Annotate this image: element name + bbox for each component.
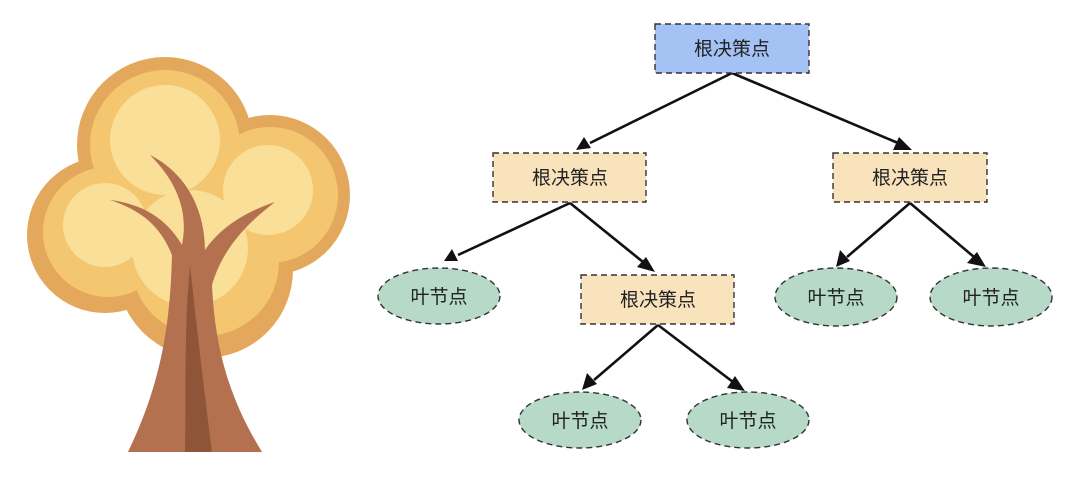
edges bbox=[444, 71, 986, 391]
leaf-1-label: 叶节点 bbox=[410, 286, 467, 308]
edge-decision-left-to-decision-mid bbox=[569, 201, 655, 272]
leaf-4-label: 叶节点 bbox=[807, 287, 864, 309]
leaf-node-2: 叶节点 bbox=[518, 391, 642, 449]
decision-node-right: 根决策点 bbox=[832, 152, 988, 203]
edge-decision-right-to-leaf-4 bbox=[836, 202, 911, 267]
decision-node-left: 根决策点 bbox=[492, 152, 647, 203]
leaf-node-5: 叶节点 bbox=[929, 267, 1053, 327]
leaf-node-1: 叶节点 bbox=[377, 267, 501, 325]
leaf-node-3: 叶节点 bbox=[686, 391, 810, 449]
decision-node-mid: 根决策点 bbox=[580, 274, 735, 325]
edge-root-to-decision-left bbox=[576, 71, 733, 150]
tree-icon bbox=[27, 57, 350, 452]
edge-decision-right-to-leaf-5 bbox=[909, 202, 986, 267]
leaf-5-label: 叶节点 bbox=[962, 287, 1019, 309]
leaf-2-label: 叶节点 bbox=[551, 410, 608, 432]
edge-decision-left-to-leaf-1 bbox=[444, 201, 571, 261]
root-decision-node: 根决策点 bbox=[654, 23, 810, 74]
decision-right-label: 根决策点 bbox=[872, 167, 948, 189]
decision-mid-label: 根决策点 bbox=[620, 289, 696, 311]
edge-decision-mid-to-leaf-3 bbox=[657, 323, 745, 391]
edge-decision-mid-to-leaf-2 bbox=[582, 324, 659, 390]
root-decision-label: 根决策点 bbox=[694, 38, 770, 60]
tree-trunk bbox=[110, 155, 275, 452]
leaf-node-4: 叶节点 bbox=[774, 267, 898, 327]
decision-left-label: 根决策点 bbox=[532, 167, 608, 189]
edge-root-to-decision-right bbox=[731, 71, 912, 150]
leaf-3-label: 叶节点 bbox=[719, 410, 776, 432]
